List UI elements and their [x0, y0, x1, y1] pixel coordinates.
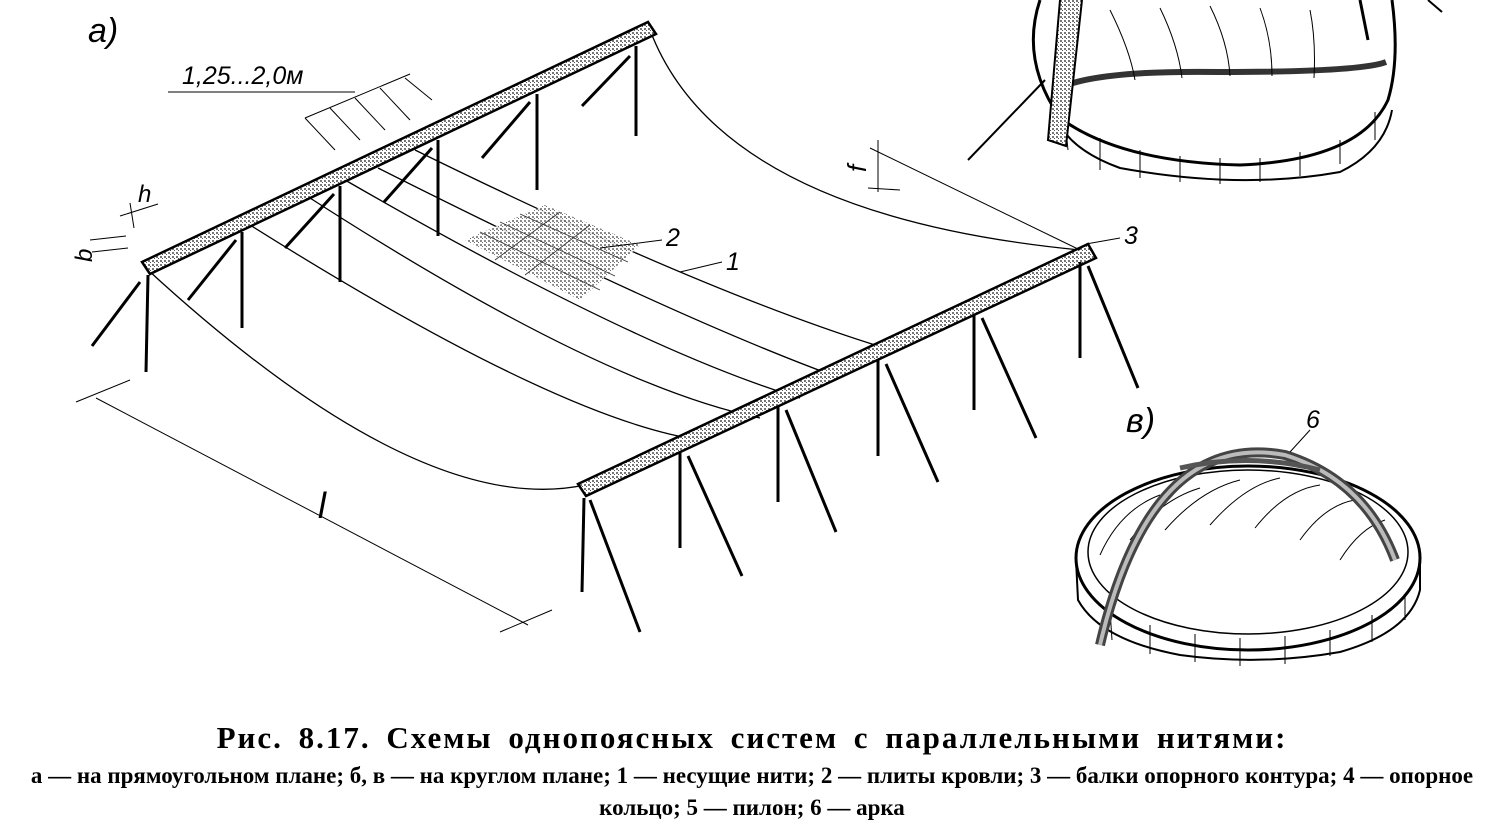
back-beam: [140, 20, 658, 276]
dimension-f: [867, 140, 1081, 251]
front-beam: [576, 242, 1098, 498]
caption-title: Рис. 8.17. Схемы однопоясных систем с па…: [216, 720, 1288, 755]
number-6-label: 6: [1306, 406, 1320, 434]
b-label: b: [71, 249, 98, 262]
dimension-l: [75, 379, 553, 633]
panel-v-drawing: [1074, 429, 1422, 666]
l-label: l: [318, 485, 327, 526]
panel-a-drawing: [75, 20, 1140, 633]
h-label: h: [138, 181, 151, 208]
panel-b-drawing: [967, 0, 1443, 184]
panel-a-label: а): [88, 12, 118, 50]
cables: [147, 29, 1081, 490]
number-2-label: 2: [665, 224, 680, 252]
caption-legend: а — на прямоугольном плане; б, в — на кр…: [30, 763, 1474, 820]
roof-panels: [465, 205, 640, 300]
figure-caption: Рис. 8.17. Схемы однопоясных систем с па…: [0, 718, 1504, 824]
dimension-spacing: [168, 73, 433, 151]
dimension-hb: [89, 202, 159, 253]
panel-v-label: в): [1126, 402, 1155, 440]
number-3-label: 3: [1124, 222, 1138, 250]
leaders: [599, 237, 1121, 273]
figure-drawing: а) 1,25...2,0м h b f l 2 1 3 в) 6: [71, 0, 1443, 666]
spacing-label: 1,25...2,0м: [182, 62, 303, 90]
back-columns: [90, 46, 638, 373]
front-columns: [580, 262, 1140, 633]
f-label: f: [842, 162, 872, 172]
number-1-label: 1: [726, 248, 740, 276]
